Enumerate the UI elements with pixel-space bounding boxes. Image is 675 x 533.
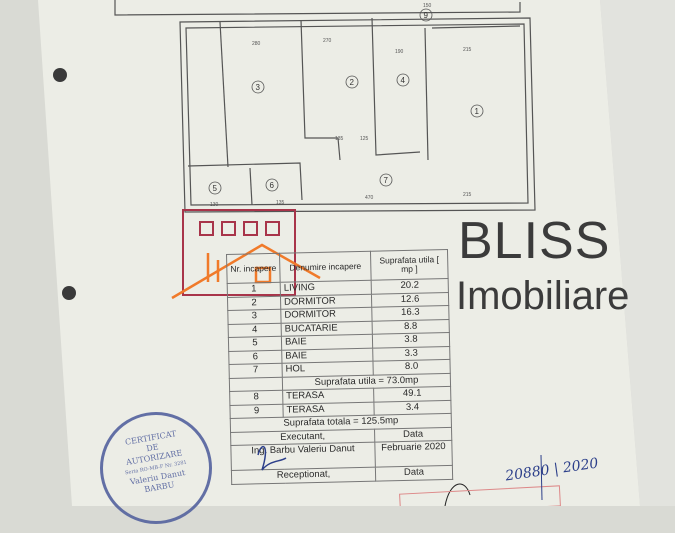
- floor-plan: 280 270 190 215 215 135 125 130 135 470 …: [114, 0, 536, 213]
- dimension-label: 125: [360, 136, 369, 142]
- dimension-label: 130: [210, 202, 219, 208]
- room-number: 1: [475, 107, 480, 116]
- room-number: 3: [256, 83, 261, 92]
- logo-imobiliare-text: Imobiliare: [456, 274, 630, 318]
- room-number: 6: [270, 181, 275, 190]
- dimension-label: 215: [463, 47, 472, 53]
- dimension-label: 215: [463, 192, 472, 198]
- logo-squares: [182, 209, 296, 296]
- dimension-label: 270: [323, 38, 332, 44]
- punch-hole: [53, 68, 67, 82]
- dimension-label: 190: [395, 49, 404, 55]
- room-labels: 1 2 3 4 5 6 7 9: [208, 8, 484, 195]
- dimension-label: 150: [423, 3, 432, 9]
- plan-dimensions: 280 270 190 215 215 135 125 130 135 470 …: [210, 3, 472, 208]
- document-photo: 280 270 190 215 215 135 125 130 135 470 …: [38, 0, 640, 533]
- room-number: 4: [401, 76, 406, 85]
- punch-hole: [62, 286, 76, 300]
- signature: [257, 445, 561, 506]
- bliss-logo-mark: [171, 209, 321, 300]
- dimension-label: 135: [335, 136, 344, 142]
- room-number: 7: [384, 176, 389, 185]
- logo-bliss-text: BLISS: [458, 212, 611, 270]
- dimension-label: 135: [276, 200, 285, 206]
- logo-house: [171, 243, 321, 300]
- dimension-label: 470: [365, 195, 374, 201]
- room-number: 2: [350, 78, 355, 87]
- room-number: 9: [424, 11, 429, 20]
- plan-walls: [114, 0, 536, 213]
- dimension-label: 280: [252, 41, 261, 47]
- room-number: 5: [213, 184, 218, 193]
